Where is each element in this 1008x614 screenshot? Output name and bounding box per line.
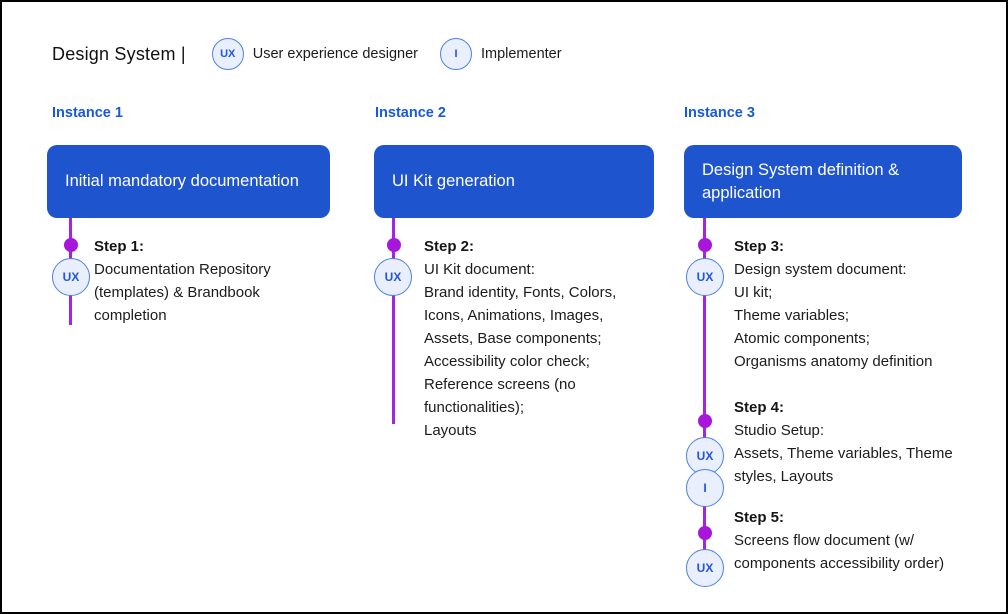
instance-3-step-4: Step 4: Studio Setup: Assets, Theme vari…	[734, 396, 989, 488]
implementer-role-icon: I	[439, 38, 472, 70]
instance-3-step-5: Step 5: Screens flow document (w/ compon…	[734, 506, 989, 575]
instance-1-step-1-ux-badge: UX	[52, 258, 90, 296]
instance-2-step-2-dot	[387, 238, 401, 252]
instance-3-step-3: Step 3: Design system document: UI kit; …	[734, 235, 989, 373]
step-4-heading: Step 4:	[734, 399, 785, 416]
step-3-text-line: Atomic components;	[734, 330, 870, 347]
instance-3-step-3-ux-badge: UX	[686, 258, 724, 296]
step-1-heading: Step 1:	[94, 238, 145, 255]
step-3-text-line: Organisms anatomy definition	[734, 353, 933, 370]
step-2-text-line: Brand identity, Fonts, Colors,	[424, 284, 617, 301]
step-5-text-line: components accessibility order)	[734, 555, 945, 572]
instance-1-box-title: Initial mandatory documentation	[65, 172, 299, 190]
step-3-heading: Step 3:	[734, 238, 785, 255]
legend-item-implementer: I Implementer	[439, 38, 562, 70]
step-2-text-line: Accessibility color check;	[424, 353, 590, 370]
step-4-text-line: styles, Layouts	[734, 468, 834, 485]
step-2-text-line: Icons, Animations, Images,	[424, 307, 604, 324]
step-2-text-line: UI Kit document:	[424, 261, 535, 278]
instance-2-label: Instance 2	[375, 105, 446, 121]
step-4-text-line: Studio Setup:	[734, 422, 825, 439]
step-3-text-line: Theme variables;	[734, 307, 850, 324]
step-1-text-line: Documentation Repository	[94, 261, 271, 278]
page-title: Design System |	[52, 43, 186, 64]
step-2-text-line: functionalities);	[424, 399, 525, 416]
instance-2-timeline-line	[392, 218, 395, 424]
instance-3-step-4-dot	[698, 414, 712, 428]
step-1-text-line: completion	[94, 307, 167, 324]
instance-3-box-title: Design System definition & application	[702, 160, 900, 202]
instance-1-step-1: Step 1: Documentation Repository (templa…	[94, 235, 349, 327]
instance-2-step-2: Step 2: UI Kit document: Brand identity,…	[424, 235, 679, 442]
legend-label-implementer: Implementer	[480, 46, 562, 62]
instance-3-step-4-ux-badge: UX	[686, 437, 724, 475]
instance-1-header-box: Initial mandatory documentation	[47, 145, 330, 218]
instance-1-step-1-dot	[64, 238, 78, 252]
ux-role-icon: UX	[211, 38, 244, 70]
step-2-text-line: Layouts	[424, 422, 477, 439]
step-3-text-line: UI kit;	[734, 284, 773, 301]
instance-3-header-box: Design System definition & application	[684, 145, 962, 218]
legend-item-ux: UX User experience designer	[211, 38, 418, 70]
step-3-text-line: Design system document:	[734, 261, 907, 278]
diagram-header: Design System | UX User experience desig…	[52, 34, 584, 74]
instance-1-label: Instance 1	[52, 105, 123, 121]
step-5-heading: Step 5:	[734, 509, 785, 526]
instance-3-timeline-line	[703, 218, 706, 568]
instance-3-step-3-dot	[698, 238, 712, 252]
step-2-text-line: Assets, Base components;	[424, 330, 602, 347]
instance-2-header-box: UI Kit generation	[374, 145, 654, 218]
instance-3-step-5-dot	[698, 526, 712, 540]
instance-3-step-5-ux-badge: UX	[686, 549, 724, 587]
step-1-text-line: (templates) & Brandbook	[94, 284, 260, 301]
step-2-heading: Step 2:	[424, 238, 475, 255]
step-5-text-line: Screens flow document (w/	[734, 532, 915, 549]
instance-3-step-4-implementer-badge: I	[686, 469, 724, 507]
instance-2-step-2-ux-badge: UX	[374, 258, 412, 296]
instance-2-box-title: UI Kit generation	[392, 172, 515, 190]
step-2-text-line: Reference screens (no	[424, 376, 576, 393]
instance-3-label: Instance 3	[684, 105, 755, 121]
legend-label-ux: User experience designer	[252, 46, 418, 62]
step-4-text-line: Assets, Theme variables, Theme	[734, 445, 953, 462]
